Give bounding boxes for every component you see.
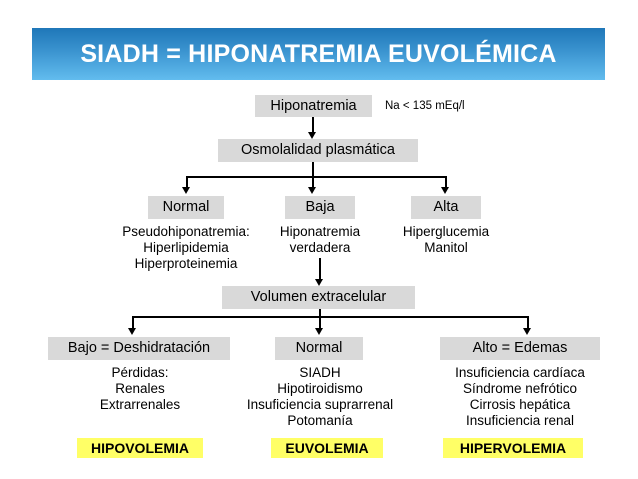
- detail-line: Hipotiroidismo: [277, 381, 363, 396]
- detail-line: Hiperproteinemia: [134, 256, 238, 271]
- details-volume-normal: SIADH Hipotiroidismo Insuficiencia supra…: [232, 365, 408, 429]
- detail-line: Hiperglucemia: [402, 224, 490, 239]
- detail-line: Hiperlipidemia: [143, 240, 229, 255]
- detail-line: Extrarrenales: [99, 397, 181, 412]
- detail-line: Insuficiencia cardíaca: [455, 365, 585, 380]
- connector-osmolality-mid-drop: [312, 176, 314, 189]
- detail-line: Manitol: [424, 240, 468, 255]
- connector-osmolality-left-drop: [186, 176, 188, 189]
- node-hiponatremia: Hiponatremia: [255, 95, 372, 117]
- detail-line: Hiponatremia: [279, 224, 361, 239]
- node-osmolality-normal: Normal: [148, 196, 224, 219]
- connector-baja-to-volume: [319, 258, 321, 281]
- detail-line: Síndrome nefrótico: [462, 381, 578, 396]
- details-volume-bajo: Pérdidas: Renales Extrarrenales: [49, 365, 231, 413]
- detail-line: Potomanía: [287, 413, 353, 428]
- annotation-sodium-threshold: Na < 135 mEq/l: [385, 100, 465, 112]
- connector-volume-left-drop: [132, 316, 134, 330]
- details-osmolality-normal: Pseudohiponatremia: Hiperlipidemia Hiper…: [105, 224, 267, 272]
- arrowhead-osmolality-normal: [182, 187, 190, 194]
- detail-line: verdadera: [289, 240, 351, 255]
- arrowhead-osmolality-alta: [441, 187, 449, 194]
- node-osmolality-baja: Baja: [285, 196, 355, 219]
- connector-osmolality-bus: [186, 176, 446, 178]
- node-volume-alto-edemas: Alto = Edemas: [440, 337, 600, 360]
- slide-title-text: SIADH = HIPONATREMIA EUVOLÉMICA: [80, 39, 557, 68]
- details-osmolality-baja: Hiponatremia verdadera: [255, 224, 385, 256]
- detail-line: Pseudohiponatremia:: [122, 224, 250, 239]
- verdict-hipervolemia: HIPERVOLEMIA: [443, 438, 583, 458]
- detail-line: Cirrosis hepática: [469, 397, 571, 412]
- connector-volume-stem: [319, 309, 321, 317]
- detail-line: Pérdidas:: [111, 365, 169, 380]
- connector-root-to-osmolality: [312, 117, 314, 134]
- arrowhead-osmolality-baja: [308, 187, 316, 194]
- connector-osmolality-stem: [312, 162, 314, 177]
- slide-title-banner: SIADH = HIPONATREMIA EUVOLÉMICA: [32, 28, 605, 80]
- detail-line: Insuficiencia renal: [465, 413, 575, 428]
- verdict-euvolemia: EUVOLEMIA: [271, 438, 383, 458]
- arrowhead-root-to-osmolality: [308, 132, 316, 139]
- arrowhead-volume-normal: [315, 328, 323, 335]
- detail-line: Renales: [115, 381, 165, 396]
- connector-osmolality-right-drop: [445, 176, 447, 189]
- arrowhead-volume-bajo: [128, 328, 136, 335]
- connector-volume-right-drop: [527, 316, 529, 330]
- connector-volume-bus: [132, 316, 528, 318]
- connector-volume-mid-drop: [319, 316, 321, 330]
- node-volume-normal: Normal: [275, 337, 363, 360]
- detail-line: Insuficiencia suprarrenal: [246, 397, 394, 412]
- node-osmolality-alta: Alta: [411, 196, 481, 219]
- details-osmolality-alta: Hiperglucemia Manitol: [386, 224, 506, 256]
- node-osmolalidad-plasmatica: Osmolalidad plasmática: [218, 139, 418, 162]
- details-volume-alto: Insuficiencia cardíaca Síndrome nefrótic…: [432, 365, 608, 429]
- verdict-hipovolemia: HIPOVOLEMIA: [77, 438, 203, 458]
- detail-line: SIADH: [299, 365, 341, 380]
- node-volume-bajo-deshidratacion: Bajo = Deshidratación: [48, 337, 230, 360]
- node-volumen-extracelular: Volumen extracelular: [222, 286, 415, 309]
- arrowhead-baja-to-volume: [315, 279, 323, 286]
- arrowhead-volume-alto: [523, 328, 531, 335]
